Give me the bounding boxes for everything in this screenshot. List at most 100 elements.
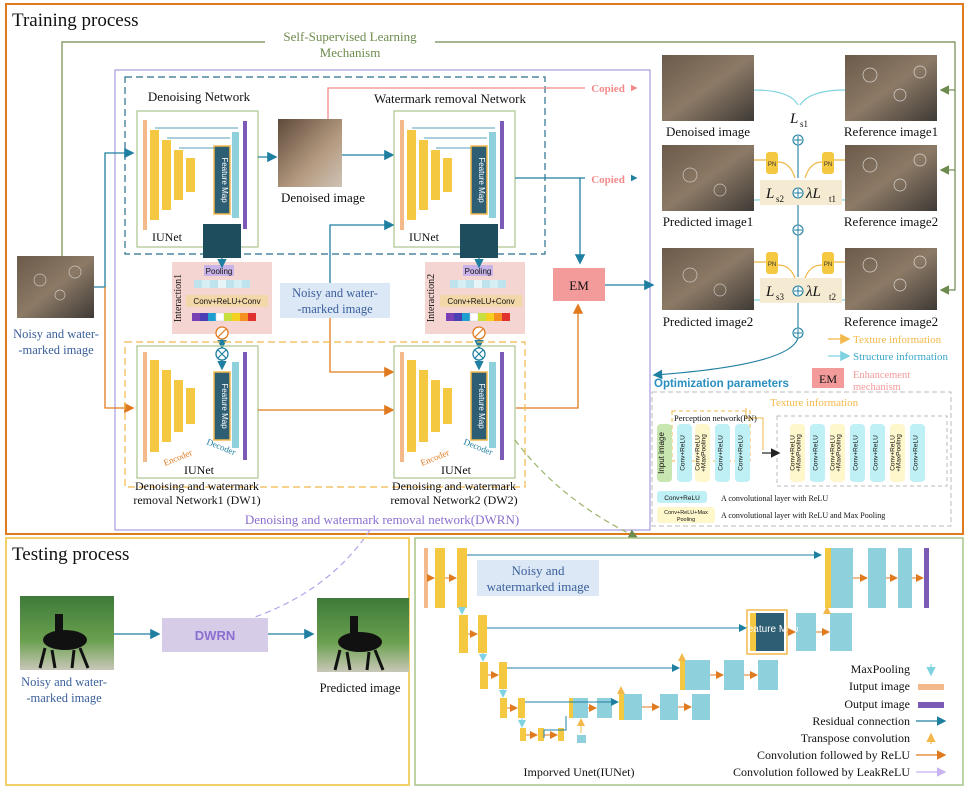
watermark-network-title: Watermark removal Network [374, 91, 527, 106]
conv2 [440, 295, 522, 307]
em-box [553, 268, 605, 301]
optim-block-label-4: +MaxPooling [796, 434, 803, 472]
dwrn-box [162, 618, 268, 652]
optim-block-label-6: Conv+ReLU [830, 435, 837, 471]
iunet-label-4: IUNet [441, 463, 472, 477]
optim-block-label-9: Conv+ReLU [890, 435, 897, 471]
key2-box-label-1: Conv+ReLU+Max [664, 510, 708, 516]
dw2-box [393, 345, 516, 479]
optim-block-label-2: Conv+ReLU [718, 435, 725, 471]
conv1-label: Conv+ReLU+Conv [193, 297, 260, 306]
dw1-box [136, 345, 259, 479]
reference-img-2a [845, 145, 937, 211]
optim-texture: Texture information [770, 397, 859, 409]
loss-lt2-sub: t2 [829, 292, 836, 302]
ssl-label-2: Mechanism [320, 45, 381, 60]
dw1-encoder [143, 352, 195, 462]
legend-structure: Structure information [853, 351, 949, 363]
pn-1 [766, 152, 778, 174]
dwrn-frame-label: Denoising and watermark removal network(… [245, 512, 519, 527]
feature-map-1 [213, 145, 231, 215]
ssl-line [61, 41, 956, 258]
dw2-label-1: Denoising and watermark [392, 479, 516, 493]
feature-map-1-label: Feature Map [220, 157, 229, 203]
watermark-encoder [400, 120, 452, 230]
denoising-iunet-box [136, 110, 259, 248]
legend-em-1: Enhancement [853, 370, 910, 381]
legend-texture: Texture information [853, 334, 942, 346]
legend-residual: Residual connection [812, 714, 910, 728]
pred1-label: Predicted image1 [663, 214, 754, 229]
denoised-right-label: Denoised image [666, 124, 750, 139]
pn-4-label: PN [824, 262, 832, 268]
optim-block-label-3: Conv+ReLU [738, 435, 745, 471]
denoising-decoder [232, 121, 247, 229]
loss-ls3: L [765, 284, 774, 300]
optim-block-2 [715, 424, 730, 482]
noisy-input-label-2: -marked image [18, 343, 94, 357]
pool2-cells [450, 280, 506, 288]
watermark-iunet-box [393, 110, 516, 248]
test-noisy-label-2: -marked image [26, 691, 102, 705]
feature-map-4-label: Feature Map [477, 383, 486, 429]
key2-box-label-2: Pooling [677, 517, 695, 523]
optim-block-label-5: Conv+ReLU [813, 435, 820, 471]
optim-input-label: Input image [657, 432, 666, 474]
training-frame [5, 3, 964, 535]
feature-map-3 [213, 371, 231, 441]
optim-block-1 [695, 424, 710, 482]
optim-block-0 [677, 424, 692, 482]
pn-3 [766, 252, 778, 274]
pn-4 [822, 252, 834, 274]
dwrn-label: DWRN [195, 628, 235, 643]
noisy-input-image [17, 256, 94, 318]
pooling2-label: Pooling [465, 267, 492, 276]
optim-block-3 [735, 424, 750, 482]
pooling1 [204, 265, 234, 276]
denoising-encoder [143, 120, 195, 230]
legend-relu: Convolution followed by ReLU [757, 748, 910, 762]
pred2-label: Predicted image2 [663, 314, 754, 329]
key1-text: A convolutional layer with ReLU [721, 494, 828, 503]
optim-block-label-6: +MaxPooling [836, 434, 843, 472]
legend-maxpool: MaxPooling [851, 662, 910, 676]
key2-box [657, 507, 715, 523]
testing-title: Testing process [12, 544, 129, 565]
dw2-label-2: removal Network2 (DW2) [390, 493, 517, 507]
interaction1-label: Interaction1 [173, 274, 184, 322]
feature-map-2 [470, 145, 488, 215]
iunet-detail-frame [414, 537, 964, 786]
optim-title: Optimization parameters [654, 378, 789, 390]
optim-input [657, 424, 672, 482]
denoised-image-label: Denoised image [281, 190, 365, 205]
denoised-image [278, 119, 342, 187]
optim-block-7 [850, 424, 865, 482]
training-title: Training process [12, 10, 139, 31]
copied-label-2: Copied [591, 174, 625, 186]
test-pred-label: Predicted image [320, 681, 401, 695]
loss-ls1: L [789, 111, 798, 127]
iunet-label-2: IUNet [409, 230, 440, 244]
optim-block-8 [870, 424, 885, 482]
key1-box-label: Conv+ReLU [664, 495, 700, 502]
key1-box [657, 491, 707, 503]
watermark-decoder [489, 121, 504, 229]
predicted-img-2 [662, 248, 754, 310]
top-networks-frame [124, 76, 546, 255]
conv1 [186, 295, 268, 307]
iunet-fm-label: Feature Map [742, 624, 799, 635]
legend-input: Iutput image [849, 679, 910, 693]
pn-2 [822, 152, 834, 174]
noisy-input-label-1: Noisy and water- [13, 327, 99, 341]
dw2-encoder [400, 352, 452, 462]
iunet-noisy-2: watermarked image [487, 579, 590, 594]
optim-block-9 [890, 424, 905, 482]
key2-text: A convolutional layer with ReLU and Max … [721, 511, 885, 520]
optim-pn: Perception network(PN) [674, 413, 757, 423]
optim-block-label-7: Conv+ReLU [853, 435, 860, 471]
pn-2-label: PN [824, 162, 832, 168]
ref1-label: Reference image1 [844, 124, 938, 139]
optim-block-label-9: +MaxPooling [896, 434, 903, 472]
dw1-label-1: Denoising and watermark [135, 479, 259, 493]
